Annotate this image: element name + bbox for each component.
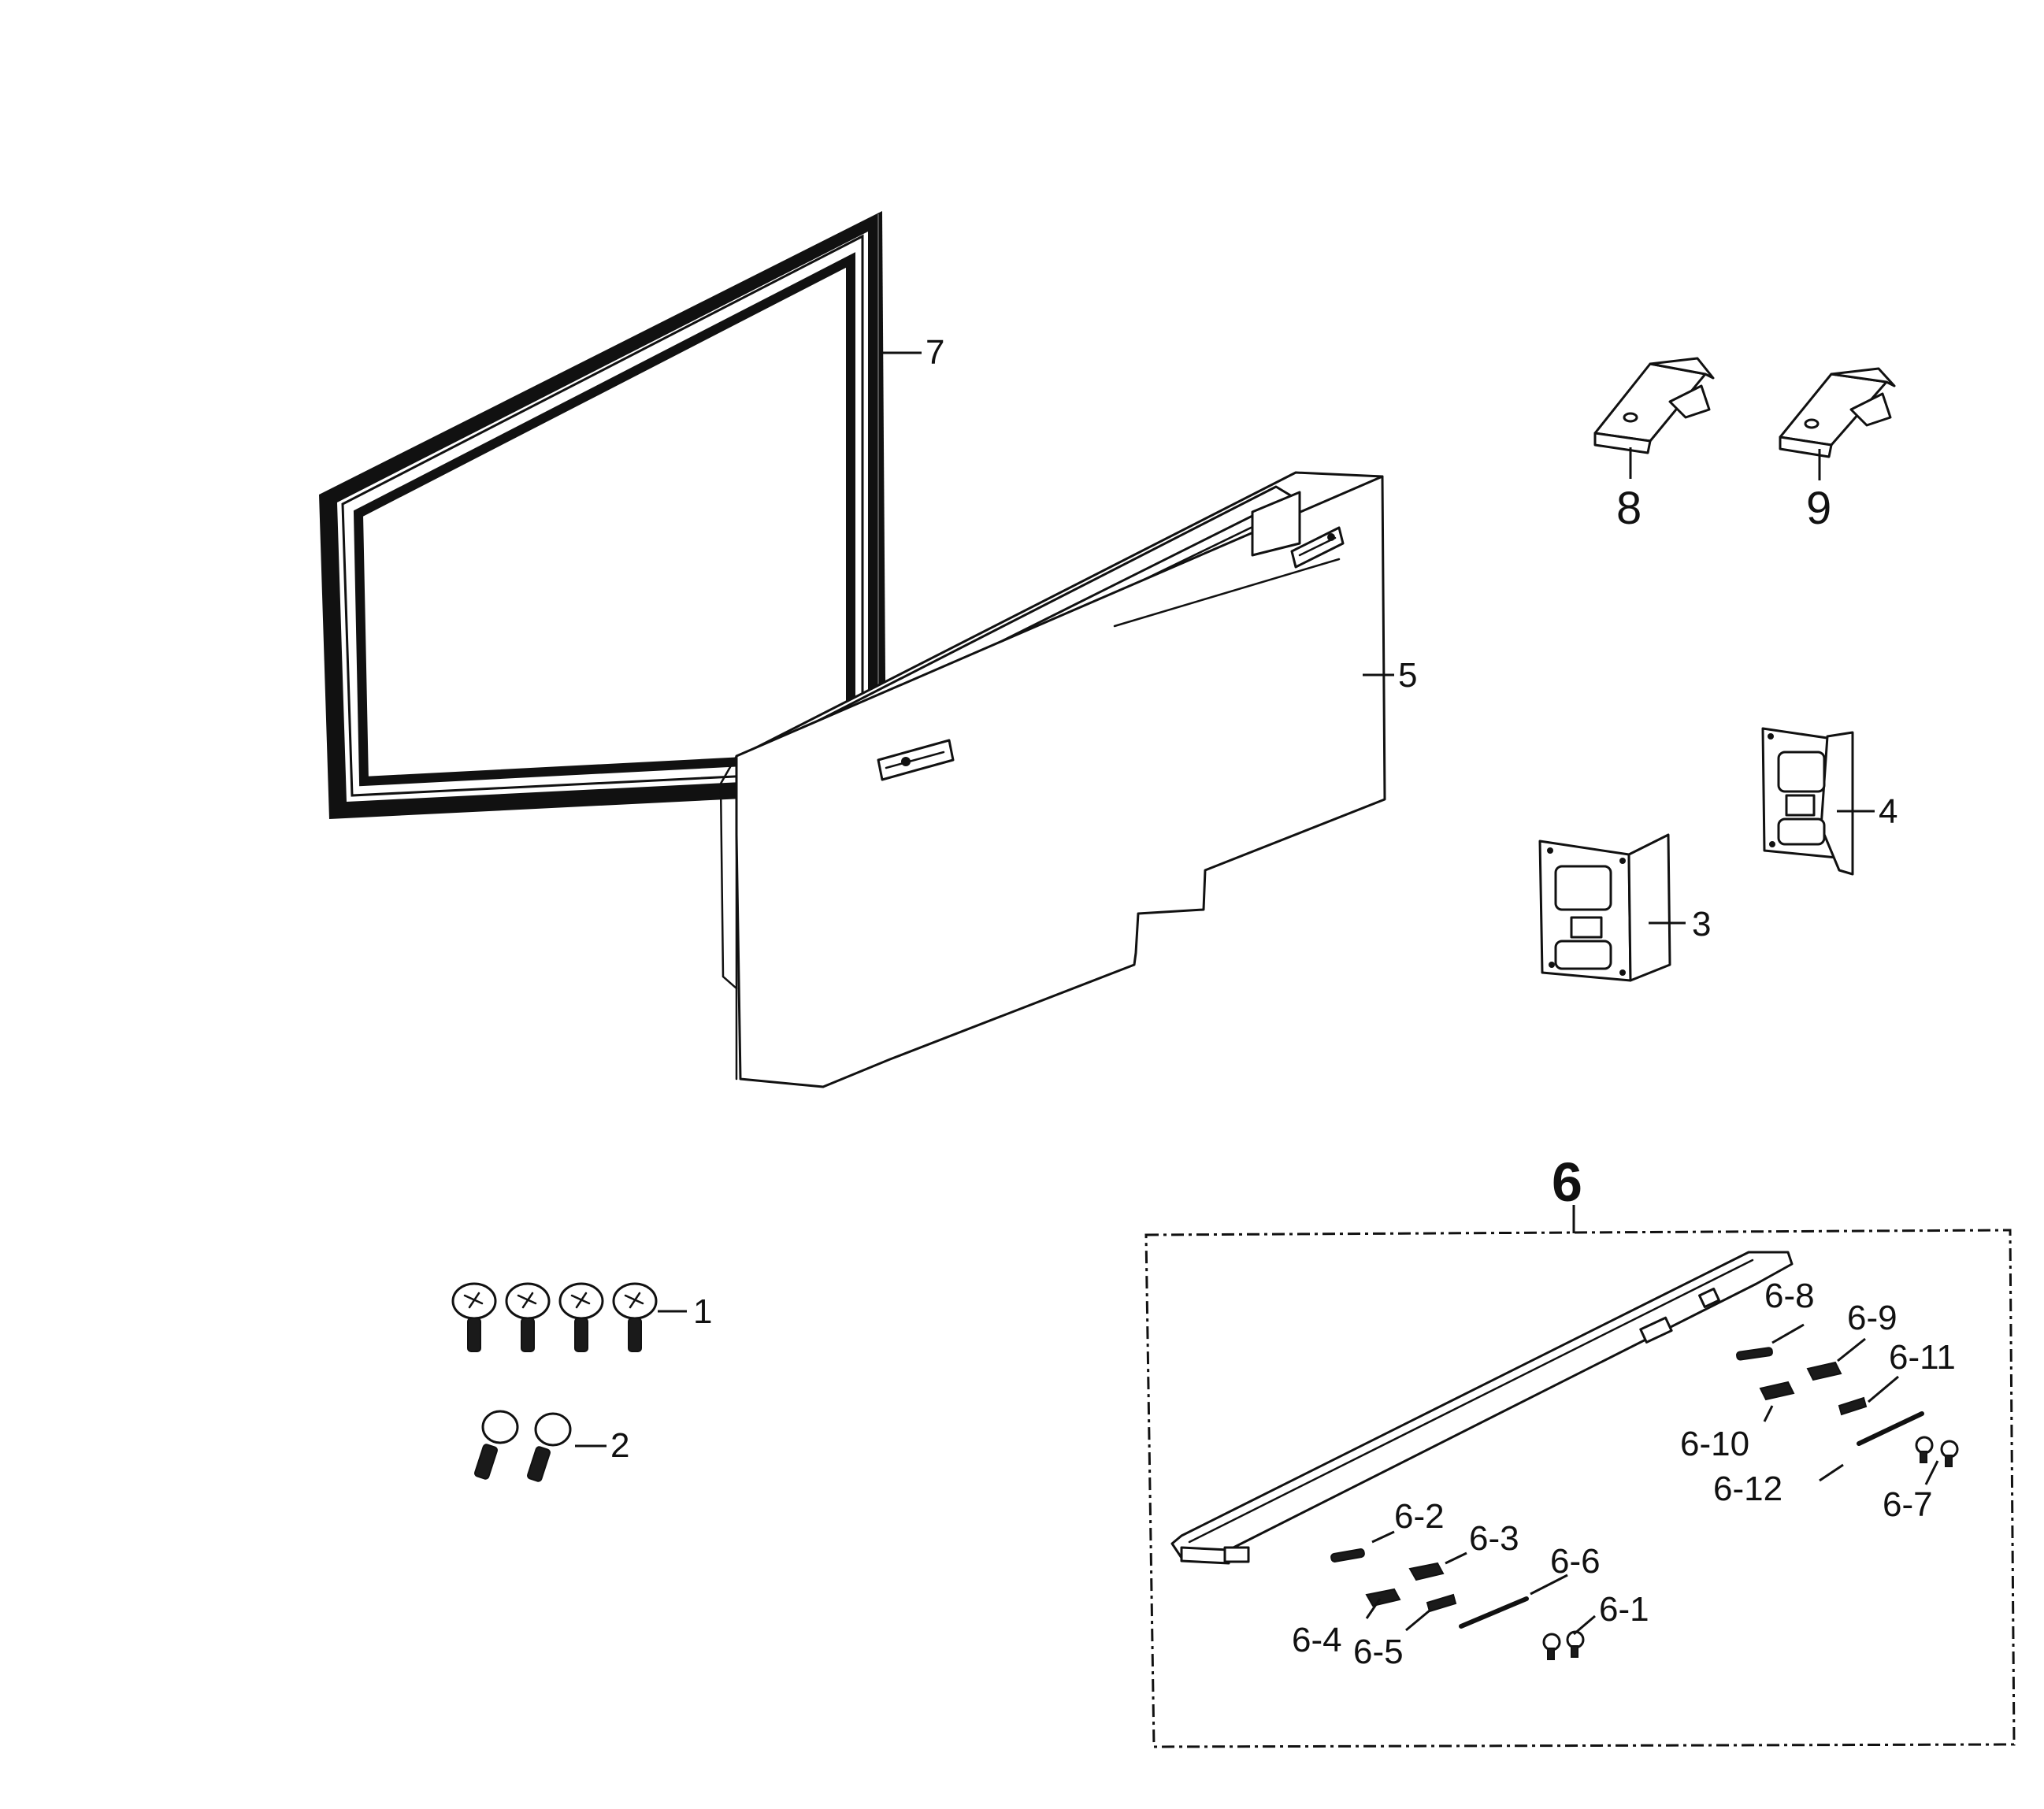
label-part-6-6: 6-6 bbox=[1550, 1542, 1601, 1581]
label-part-7: 7 bbox=[926, 333, 944, 372]
label-part-6-1: 6-1 bbox=[1599, 1590, 1649, 1629]
screw bbox=[526, 1412, 572, 1482]
leader-lines bbox=[575, 351, 1939, 1636]
block-6-4 bbox=[1365, 1588, 1401, 1607]
door-gasket bbox=[319, 211, 886, 819]
door-panel bbox=[719, 471, 1386, 1088]
callout-labels: 7 5 8 9 3 4 1 2 6 6-2 6-3 6-4 6-5 6-6 6-… bbox=[610, 333, 1956, 1671]
label-part-2: 2 bbox=[610, 1426, 629, 1465]
label-part-6-11: 6-11 bbox=[1889, 1338, 1956, 1377]
hinge-lower-left bbox=[1538, 833, 1671, 982]
hinge-upper-right bbox=[1779, 367, 1896, 458]
pin-6-6 bbox=[1459, 1596, 1529, 1629]
hinge-upper-left bbox=[1593, 357, 1715, 454]
screw bbox=[473, 1410, 519, 1480]
label-part-5: 5 bbox=[1398, 656, 1417, 695]
screw bbox=[451, 1282, 497, 1352]
label-part-6-3: 6-3 bbox=[1469, 1519, 1519, 1558]
block-6-5 bbox=[1426, 1593, 1457, 1613]
label-part-6-8: 6-8 bbox=[1764, 1277, 1815, 1315]
block-6-9 bbox=[1806, 1361, 1842, 1381]
label-part-9: 9 bbox=[1806, 483, 1831, 534]
label-part-6-7: 6-7 bbox=[1883, 1485, 1933, 1524]
screw bbox=[505, 1282, 551, 1352]
door-handle-cutout bbox=[1290, 526, 1345, 569]
screw-set-two bbox=[473, 1410, 572, 1482]
label-part-1: 1 bbox=[693, 1292, 712, 1331]
label-part-6-9: 6-9 bbox=[1847, 1299, 1897, 1337]
spring-6-8 bbox=[1736, 1347, 1773, 1361]
door-handle-cutout bbox=[877, 739, 955, 781]
pin-6-12 bbox=[1857, 1411, 1924, 1446]
label-part-6-10: 6-10 bbox=[1680, 1425, 1749, 1463]
screw bbox=[612, 1282, 658, 1352]
label-part-6: 6 bbox=[1552, 1151, 1582, 1213]
screw-set-four bbox=[451, 1282, 658, 1352]
handle-assembly-group bbox=[1144, 1205, 2016, 1748]
block-6-3 bbox=[1408, 1562, 1445, 1581]
screw-6-1 bbox=[1542, 1630, 1585, 1660]
block-6-10 bbox=[1759, 1381, 1795, 1401]
label-part-6-2: 6-2 bbox=[1394, 1497, 1445, 1536]
label-part-6-12: 6-12 bbox=[1713, 1470, 1782, 1508]
label-part-4: 4 bbox=[1879, 792, 1897, 831]
label-part-6-5: 6-5 bbox=[1353, 1633, 1404, 1671]
door-handle-bar bbox=[1170, 1251, 1794, 1565]
screw-6-7 bbox=[1915, 1436, 1959, 1467]
block-6-11 bbox=[1838, 1396, 1868, 1416]
screw bbox=[558, 1282, 604, 1352]
label-part-8: 8 bbox=[1616, 483, 1642, 534]
hinge-lower-right bbox=[1761, 727, 1854, 876]
label-part-6-4: 6-4 bbox=[1292, 1621, 1342, 1659]
label-part-3: 3 bbox=[1692, 905, 1711, 943]
spring-6-2 bbox=[1330, 1548, 1365, 1562]
